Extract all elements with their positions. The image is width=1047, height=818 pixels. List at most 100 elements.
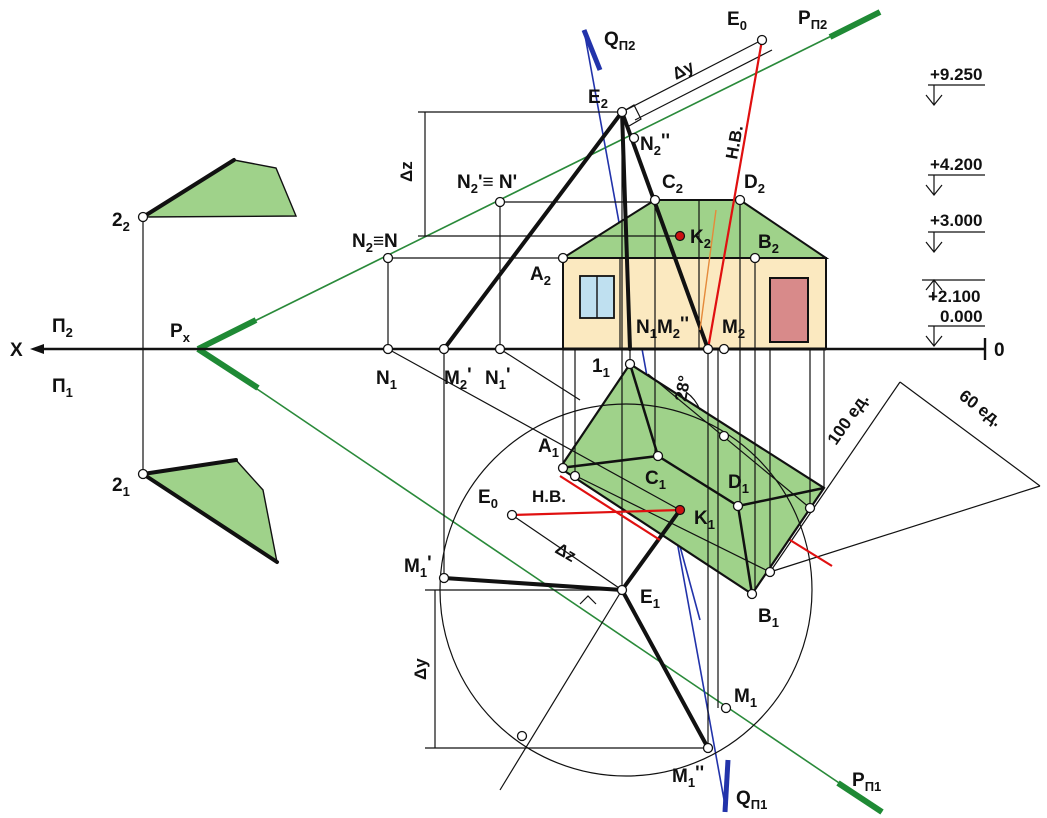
point-d2 [734, 194, 746, 206]
label-n2-eq: N2≡N [352, 231, 398, 255]
point-n2 [382, 252, 394, 264]
point-2-1 [137, 468, 149, 480]
elev-arrow-5 [925, 335, 943, 347]
elevation-0000: 0.000 [940, 307, 983, 326]
point-d1 [732, 500, 744, 512]
x-axis-arrow [30, 344, 44, 354]
point-n2pp [628, 132, 640, 144]
point-m2 [718, 343, 730, 355]
label-px: Px [170, 321, 191, 345]
elevation-4200: +4.200 [930, 155, 982, 174]
edge-m1p-e1 [442, 576, 624, 592]
roof-plan-inner-upper [647, 373, 811, 509]
label-q-p1: QП1 [736, 788, 767, 812]
elev-arrow-2 [925, 184, 943, 196]
plane-p-traces [196, 9, 884, 815]
label-pi2: П2 [52, 316, 73, 340]
point-k1 [674, 504, 686, 516]
red-section-left [559, 475, 661, 541]
label-dz-bot: Δz [552, 539, 579, 566]
point-n2p [494, 196, 506, 208]
elevation-3000: +3.000 [930, 211, 982, 230]
label-e2: E2 [588, 87, 608, 111]
elevation-marks [922, 84, 985, 347]
label-d2: D2 [744, 172, 765, 196]
label-dz-left: Δz [397, 161, 416, 182]
label-k2: K2 [690, 227, 711, 251]
x-axis [30, 338, 987, 360]
label-2-2: 22 [112, 210, 130, 234]
bottom-section-top-edge [141, 458, 238, 476]
right-angle-mark-top [621, 104, 642, 127]
left-section-figure [140, 158, 298, 564]
hip-a-c [559, 454, 659, 470]
red-section-right [789, 539, 833, 567]
dim-corner-line [899, 381, 1041, 487]
label-angle: 28° [671, 374, 694, 403]
point-c1 [652, 450, 664, 462]
label-2-1: 21 [112, 475, 130, 499]
point-a1-inner [569, 470, 581, 482]
label-e0-bot: E0 [478, 487, 498, 511]
labels: QП2 PП2 E0 Δy E2 N2'' Н.В. Δz N2'≡ N' C2… [10, 8, 1006, 812]
q-p1-trace-end [722, 759, 731, 813]
roof-plan-inner-lower [575, 475, 771, 573]
point-m1pp [702, 742, 714, 754]
point-ridge-mid [718, 430, 730, 442]
label-b2: B2 [758, 232, 779, 256]
point-e0-top [756, 34, 768, 46]
true-length-lines [511, 39, 833, 567]
angle-arc [685, 391, 701, 411]
p-p1-trace-start [196, 346, 260, 391]
label-m2: M2 [722, 317, 745, 341]
e1-down-line [499, 589, 623, 791]
ridge-c-edge [628, 363, 660, 457]
label-n1: N1 [376, 368, 397, 392]
elevation-9250: +9.250 [930, 65, 982, 84]
label-hv-bot: Н.В. [532, 487, 566, 506]
point-e0-bottom [506, 509, 518, 521]
point-b1 [746, 588, 758, 600]
point-m1 [720, 702, 732, 714]
label-p-p2: PП2 [798, 8, 827, 32]
edge-e1-m1pp [620, 588, 710, 750]
right-angle-mark-bottom [579, 595, 597, 605]
label-zero-axis: 0 [994, 340, 1005, 361]
p-p2-trace-line [197, 11, 881, 350]
point-c2 [649, 194, 661, 206]
label-m1p: M1' [404, 553, 432, 580]
point-m2p [438, 343, 450, 355]
point-e2 [616, 106, 628, 118]
label-pi1: П1 [52, 376, 73, 400]
point-2-2 [137, 211, 149, 223]
projection-lines [387, 39, 825, 791]
point-a1 [557, 462, 569, 474]
label-1-1: 11 [592, 356, 610, 380]
label-n2p-eq: N2'≡ N' [457, 172, 517, 196]
construction-circle [439, 403, 813, 777]
label-m2p: M2' [444, 365, 472, 392]
point-k2 [674, 230, 686, 242]
point-circle-left [516, 730, 528, 742]
label-a2: A2 [530, 264, 551, 288]
elev-arrow-3 [925, 241, 943, 253]
point-b1-inner [764, 566, 776, 578]
label-d1: D1 [728, 472, 749, 496]
ridge-line [657, 454, 739, 508]
label-n1p: N1' [485, 365, 511, 392]
point-right-edge [804, 502, 816, 514]
label-p-p1: PП1 [852, 770, 881, 794]
label-n1m2: N1M2'' [636, 314, 689, 341]
edge-e2-n1 [620, 110, 632, 351]
label-b1: B1 [758, 606, 779, 630]
e0-e1-link [511, 514, 623, 591]
bottom-section-edge [141, 472, 279, 564]
point-b2 [749, 252, 761, 264]
p-p2-trace-end [828, 9, 882, 40]
point-a2 [557, 252, 569, 264]
p-p2-trace-start [196, 317, 258, 352]
label-dy-top: Δy [669, 57, 697, 84]
q-p2-trace-end [581, 29, 603, 71]
point-m2pp [702, 343, 714, 355]
